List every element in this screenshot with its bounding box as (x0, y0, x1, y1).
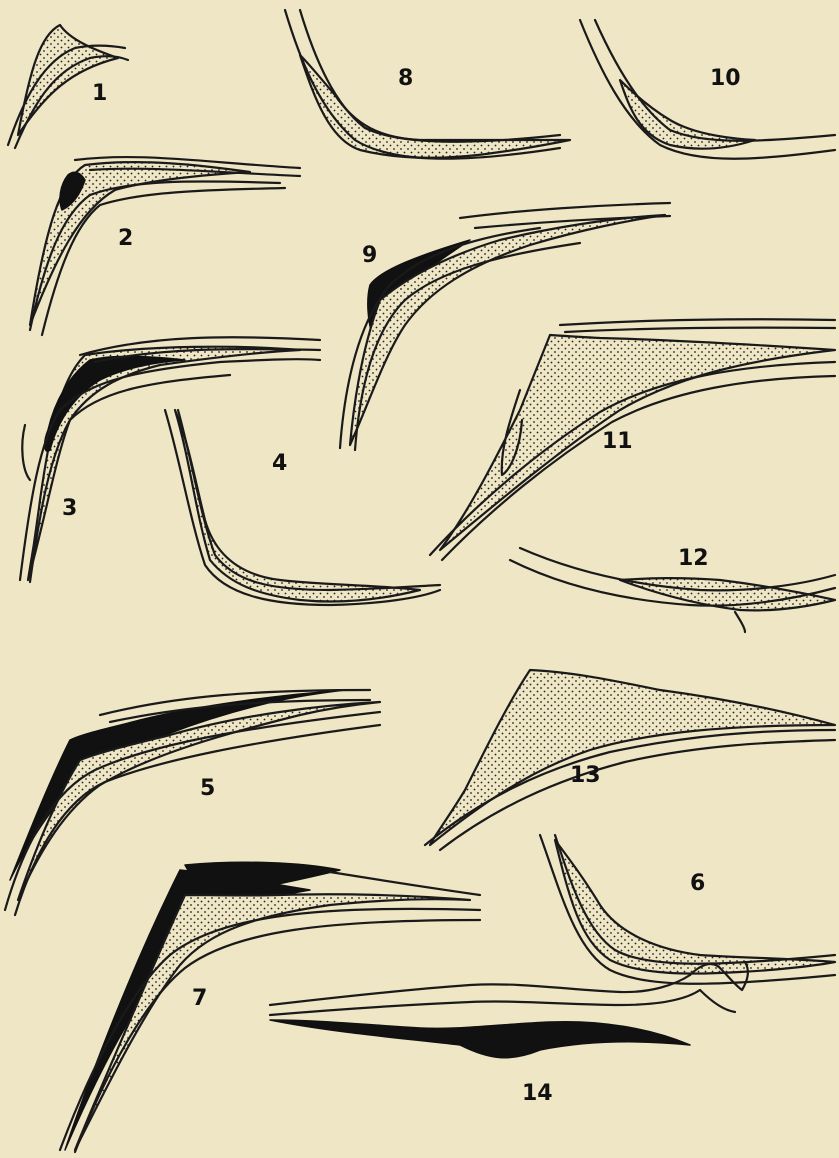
figure-label: 8 (398, 66, 413, 91)
figure-13: 13 (425, 670, 835, 850)
figure-7: 7 (60, 862, 480, 1152)
figure-label: 4 (272, 451, 287, 476)
figure-label: 14 (522, 1081, 553, 1106)
figure-11: 11 (430, 319, 835, 560)
figure-2: 2 (30, 157, 300, 335)
figure-12: 12 (510, 546, 835, 632)
figure-label: 13 (570, 763, 601, 788)
figure-8: 8 (285, 10, 570, 159)
figure-label: 11 (602, 429, 633, 454)
figure-label: 3 (62, 496, 77, 521)
figure-4: 4 (165, 410, 440, 605)
figure-label: 9 (362, 243, 377, 268)
figure-label: 5 (200, 776, 215, 801)
figure-label: 10 (710, 66, 741, 91)
figure-label: 6 (690, 871, 705, 896)
figure-label: 7 (192, 986, 207, 1011)
figure-label: 2 (118, 226, 133, 251)
figure-10: 10 (580, 20, 835, 159)
figure-label: 12 (678, 546, 709, 571)
figure-9: 9 (340, 203, 670, 450)
figure-label: 1 (92, 81, 107, 106)
figure-1: 1 (8, 25, 128, 148)
figure-6: 6 (540, 835, 835, 984)
